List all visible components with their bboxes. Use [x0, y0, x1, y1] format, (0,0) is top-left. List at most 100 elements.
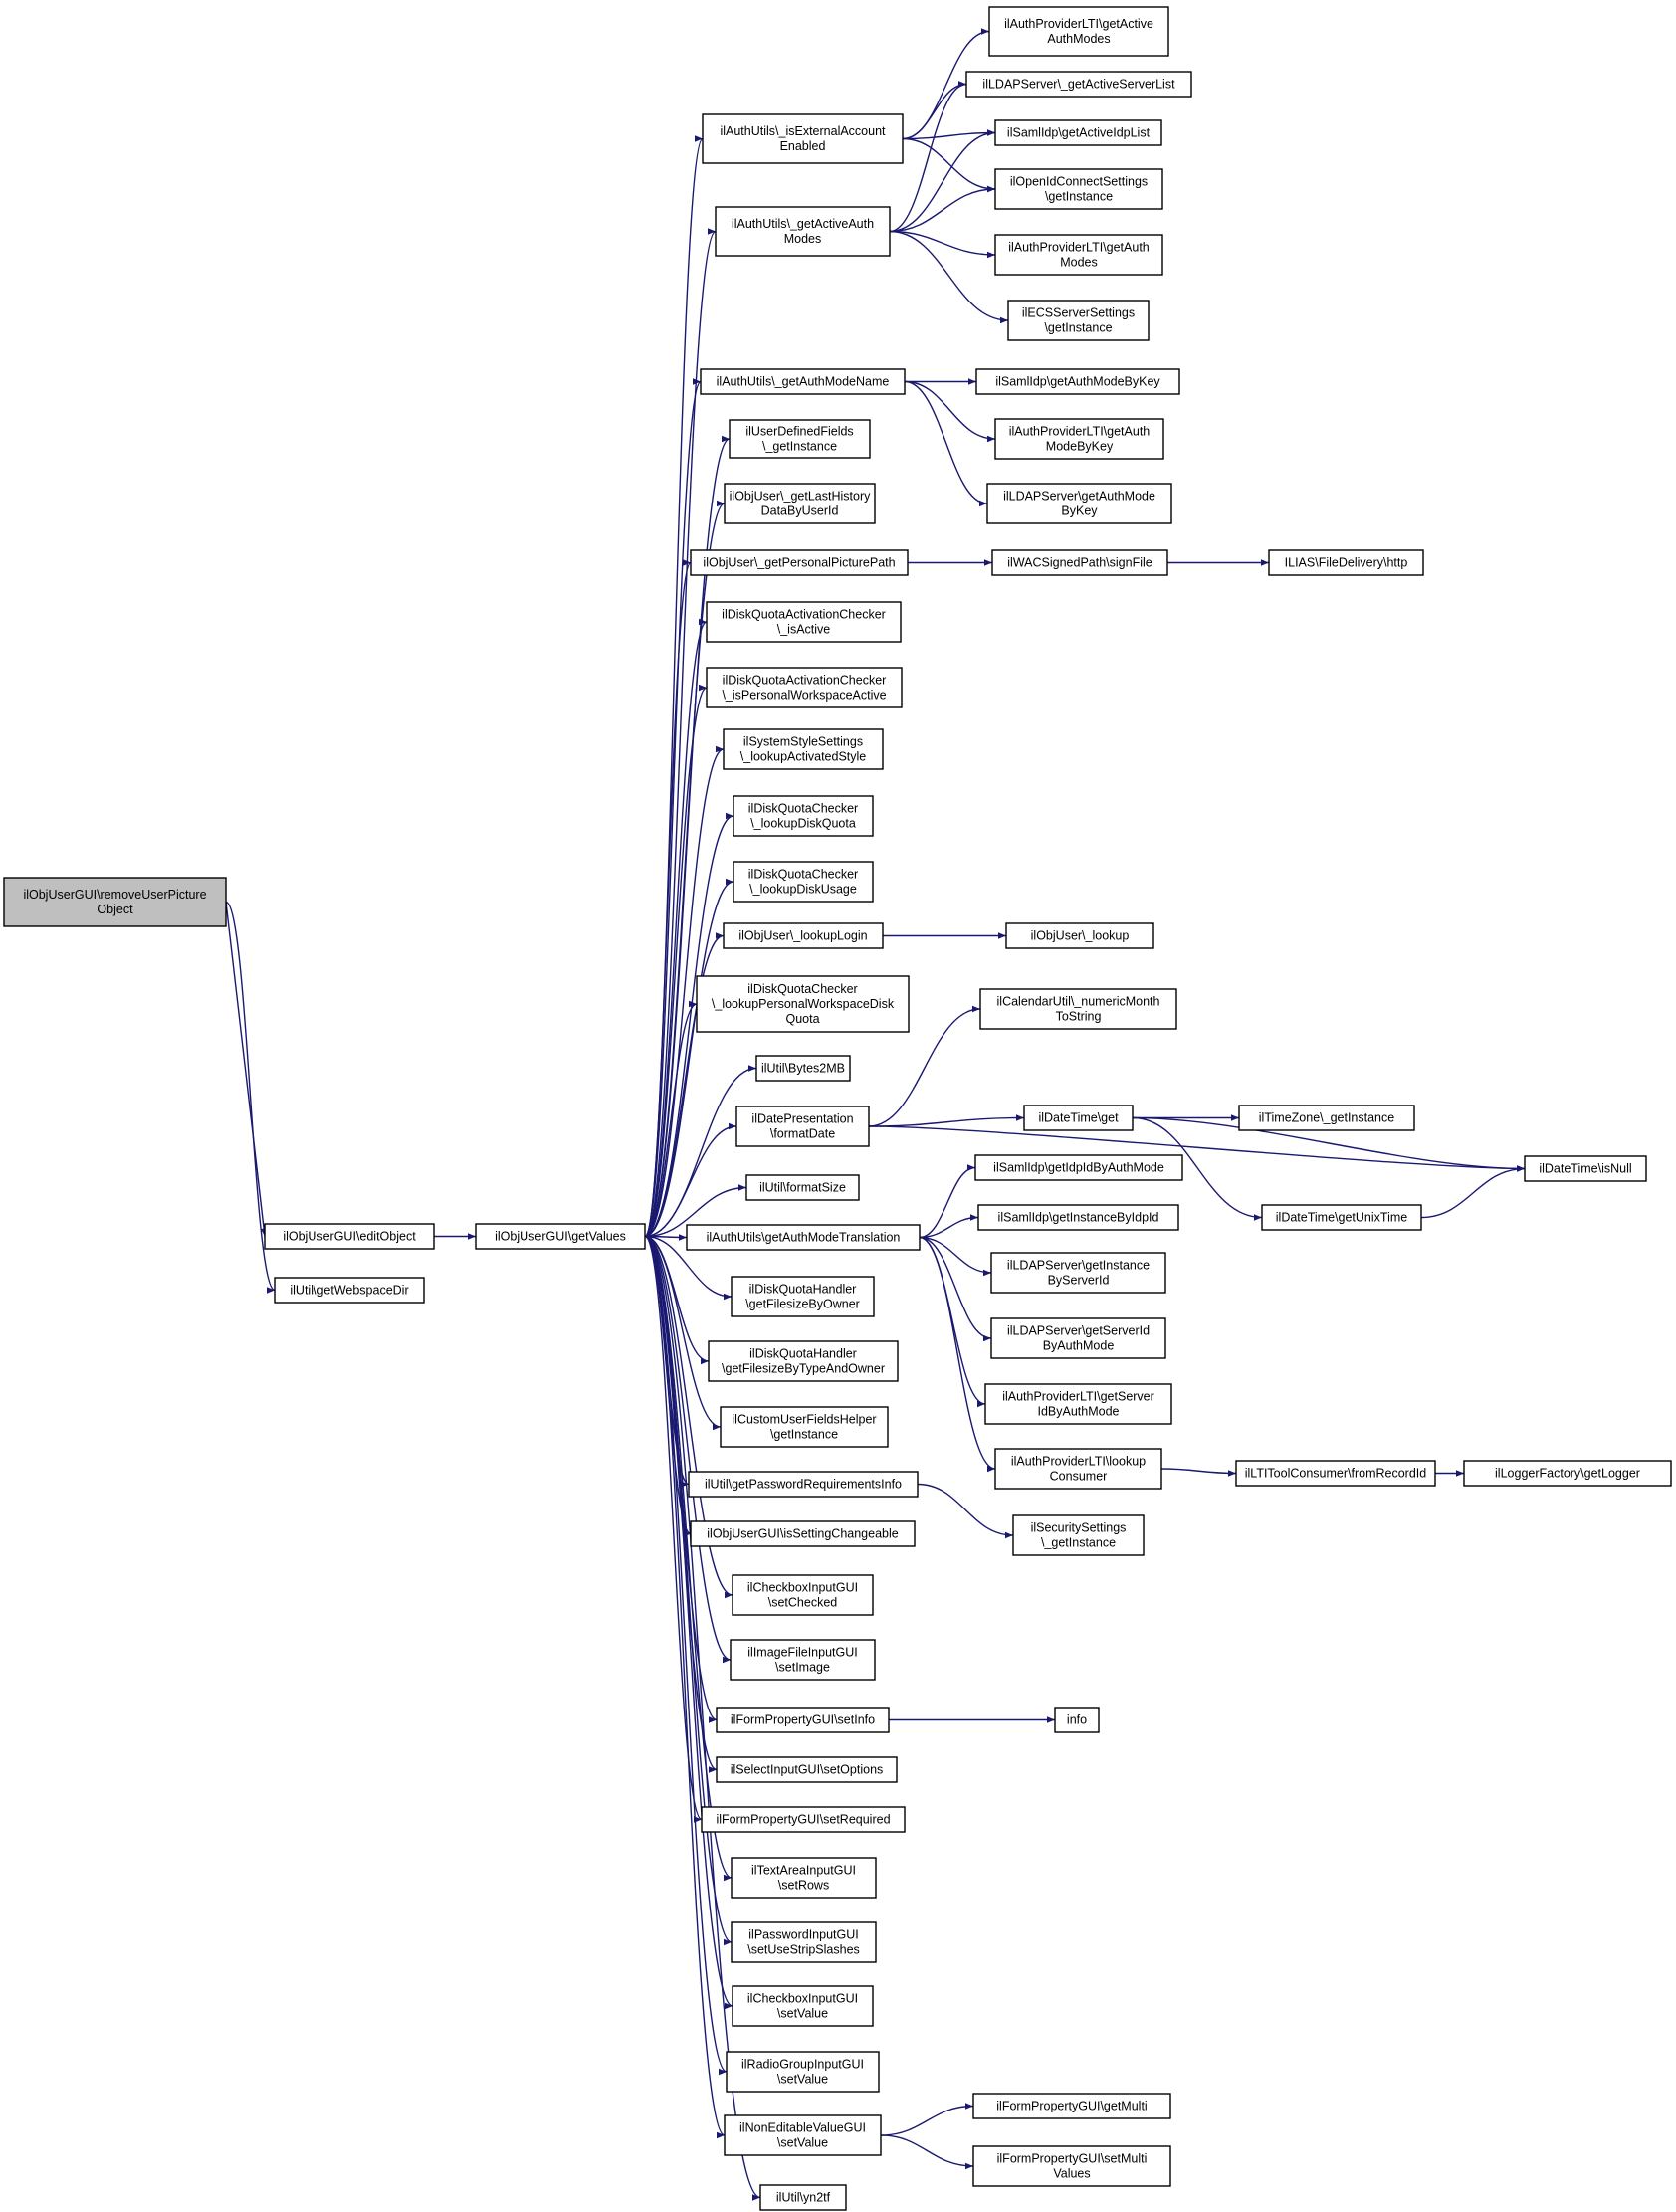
node-ldap-get-active-server-list[interactable]: ilLDAPServer\_getActiveServerList: [965, 71, 1192, 98]
node-label: \setValue: [777, 2073, 828, 2087]
node-label: \_getInstance: [1041, 1536, 1116, 1550]
node-get-filesize-by-type-and-owner[interactable]: ilDiskQuotaHandler\getFilesizeByTypeAndO…: [708, 1340, 899, 1382]
edge-getValues-to-isExternal: [644, 135, 704, 1238]
edge-isExternal-to-oidcGetInstance: [902, 137, 996, 193]
node-lookup-login[interactable]: ilObjUser\_lookupLogin: [723, 922, 884, 949]
node-fd-http[interactable]: ILIAS\FileDelivery\http: [1268, 549, 1424, 576]
node-fp-set-info[interactable]: ilFormPropertyGUI\setInfo: [716, 1707, 890, 1733]
node-label: ilDiskQuotaChecker: [747, 982, 857, 996]
node-ldap-get-auth-mode-by-key[interactable]: ilLDAPServer\getAuthModeByKey: [986, 483, 1172, 524]
edge-ltiLookupConsumer-to-ltiFromRecordId: [1160, 1468, 1237, 1477]
node-saml-get-active-idp-list[interactable]: ilSamlIdp\getActiveIdpList: [994, 119, 1162, 146]
node-ta-set-rows[interactable]: ilTextAreaInputGUI\setRows: [731, 1857, 877, 1899]
node-label: Modes: [1060, 256, 1098, 270]
node-label: ilObjUserGUI\removeUserPicture: [23, 888, 206, 902]
node-sel-set-options[interactable]: ilSelectInputGUI\setOptions: [716, 1756, 898, 1783]
node-box: [1463, 1460, 1672, 1487]
node-custom-user-fields[interactable]: ilCustomUserFieldsHelper\getInstance: [720, 1406, 889, 1448]
node-rg-set-value[interactable]: ilRadioGroupInputGUI\setValue: [726, 2051, 880, 2093]
edge-getValues-to-getAuthModeName: [644, 378, 702, 1238]
node-fp-set-required[interactable]: ilFormPropertyGUI\setRequired: [701, 1806, 906, 1833]
node-dq-is-personal-w-s[interactable]: ilDiskQuotaActivationChecker\_isPersonal…: [706, 667, 903, 708]
node-get-webspace-dir[interactable]: ilUtil\getWebspaceDir: [274, 1277, 425, 1304]
node-yn2tf[interactable]: ilUtil\yn2tf: [759, 2184, 847, 2211]
node-saml-get-auth-mode-by-key[interactable]: ilSamlIdp\getAuthModeByKey: [975, 368, 1180, 395]
node-box: [733, 861, 874, 903]
node-label: IdByAuthMode: [1038, 1405, 1120, 1419]
node-is-setting-changeable[interactable]: ilObjUserGUI\isSettingChangeable: [690, 1520, 916, 1547]
node-bytes2-m-b[interactable]: ilUtil\Bytes2MB: [755, 1055, 851, 1082]
node-label: \formatDate: [770, 1127, 835, 1141]
node-saml-get-idp-id-by-auth-mode[interactable]: ilSamlIdp\getIdpIdByAuthMode: [974, 1154, 1183, 1181]
node-label: ilCheckboxInputGUI: [747, 1992, 858, 2006]
node-security-get-instance[interactable]: ilSecuritySettings\_getInstance: [1012, 1514, 1145, 1556]
node-label: ilSamlIdp\getActiveIdpList: [1007, 126, 1151, 140]
node-udf-get-instance[interactable]: ilUserDefinedFields\_getInstance: [729, 419, 871, 459]
node-box: [1261, 1204, 1422, 1231]
node-info[interactable]: info: [1054, 1707, 1100, 1733]
node-box: [720, 1406, 889, 1448]
node-fp-get-multi[interactable]: ilFormPropertyGUI\getMulti: [972, 2093, 1171, 2119]
node-lookup-p-w-s-d-q[interactable]: ilDiskQuotaChecker\_lookupPersonalWorksp…: [696, 975, 910, 1033]
node-lti-from-record-id[interactable]: ilLTIToolConsumer\fromRecordId: [1235, 1460, 1436, 1487]
node-saml-get-instance-by-idp-id[interactable]: ilSamlIdp\getInstanceByIdpId: [977, 1204, 1179, 1231]
node-box: [1268, 549, 1424, 576]
node-wac-sign-file[interactable]: ilWACSignedPath\signFile: [991, 549, 1168, 576]
node-label: Object: [97, 903, 133, 916]
node-pw-set-use-strip[interactable]: ilPasswordInputGUI\setUseStripSlashes: [731, 1921, 877, 1963]
node-cb-set-value[interactable]: ilCheckboxInputGUI\setValue: [732, 1985, 874, 2027]
node-edit-object[interactable]: ilObjUserGUI\editObject: [264, 1223, 435, 1250]
node-get-auth-mode-name[interactable]: ilAuthUtils\_getAuthModeName: [700, 368, 906, 395]
node-box: [690, 549, 909, 576]
node-dt-get[interactable]: ilDateTime\get: [1023, 1105, 1134, 1131]
node-lookup-disk-usage[interactable]: ilDiskQuotaChecker\_lookupDiskUsage: [733, 861, 874, 903]
node-box: [979, 988, 1177, 1030]
node-dt-is-null[interactable]: ilDateTime\isNull: [1524, 1155, 1647, 1182]
node-label: ByKey: [1061, 504, 1098, 518]
node-label: ilLDAPServer\getInstance: [1007, 1259, 1150, 1273]
node-cb-set-checked[interactable]: ilCheckboxInputGUI\setChecked: [732, 1574, 874, 1616]
node-box: [986, 483, 1172, 524]
node-label: Values: [1053, 2167, 1090, 2181]
node-ne-set-value[interactable]: ilNonEditableValueGUI\setValue: [724, 2114, 882, 2156]
node-label: ilNonEditableValueGUI: [739, 2121, 866, 2135]
node-logger-get-logger[interactable]: ilLoggerFactory\getLogger: [1463, 1460, 1672, 1487]
node-obj-user-lookup[interactable]: ilObjUser\_lookup: [1005, 922, 1154, 949]
node-get-filesize-by-owner[interactable]: ilDiskQuotaHandler\getFilesizeByOwner: [731, 1276, 875, 1317]
node-lookup-disk-quota[interactable]: ilDiskQuotaChecker\_lookupDiskQuota: [733, 795, 874, 837]
node-lti-get-auth-mode-by-key[interactable]: ilAuthProviderLTI\getAuthModeByKey: [994, 418, 1164, 460]
node-img-set-image[interactable]: ilImageFileInputGUI\setImage: [730, 1639, 876, 1681]
node-format-size[interactable]: ilUtil\formatSize: [745, 1174, 860, 1201]
node-get-pw-req-info[interactable]: ilUtil\getPasswordRequirementsInfo: [688, 1471, 919, 1498]
node-dt-get-unix-time[interactable]: ilDateTime\getUnixTime: [1261, 1204, 1422, 1231]
node-tz-get-instance[interactable]: ilTimeZone\_getInstance: [1238, 1105, 1415, 1131]
node-format-date[interactable]: ilDatePresentation\formatDate: [735, 1106, 870, 1147]
node-get-auth-mode-translation[interactable]: ilAuthUtils\getAuthModeTranslation: [686, 1224, 921, 1251]
node-lookup-activated-style[interactable]: ilSystemStyleSettings\_lookupActivatedSt…: [723, 728, 884, 770]
edge-getAuthModeTranslation-to-samlGetInstanceByIdpId: [919, 1214, 979, 1239]
edge-getAuthModeTranslation-to-samlGetIdpIdByAuthMode: [919, 1164, 976, 1239]
edge-getActiveAuthModes-to-samlGetActiveIdpList: [889, 129, 996, 233]
node-oidc-get-instance[interactable]: ilOpenIdConnectSettings\getInstance: [994, 168, 1163, 210]
node-label: \getInstance: [1045, 190, 1113, 204]
node-box: [731, 1276, 875, 1317]
node-get-personal-picture-path[interactable]: ilObjUser\_getPersonalPicturePath: [690, 549, 909, 576]
node-dq-is-active[interactable]: ilDiskQuotaActivationChecker\_isActive: [706, 601, 902, 643]
edge-isExternal-to-samlGetActiveIdpList: [902, 129, 996, 140]
node-box: [715, 206, 891, 257]
node-label: ilECSServerSettings: [1022, 306, 1135, 320]
node-get-values[interactable]: ilObjUserGUI\getValues: [475, 1223, 646, 1250]
node-ecs-get-instance[interactable]: ilECSServerSettings\getInstance: [1007, 300, 1150, 341]
